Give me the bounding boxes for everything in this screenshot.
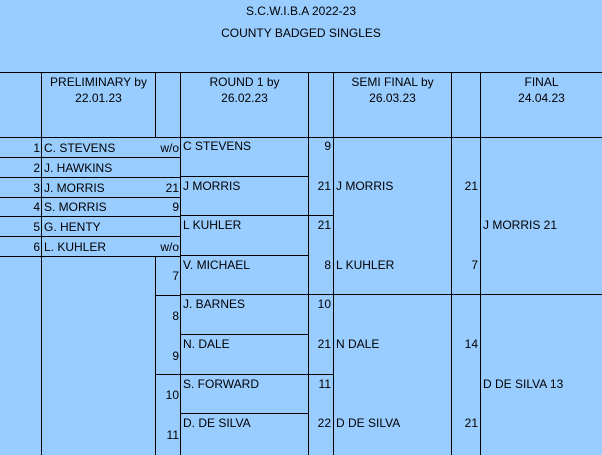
r1-name: N. DALE bbox=[183, 337, 230, 351]
col-rule-round1 bbox=[180, 72, 181, 455]
prelim-rule-2 bbox=[0, 177, 181, 178]
r1-score: 21 bbox=[317, 218, 331, 232]
prelim-name: J. MORRIS bbox=[44, 181, 105, 195]
prelim-seed: 3 bbox=[33, 181, 40, 195]
semi-name: J MORRIS bbox=[336, 179, 394, 193]
col-rule-semi-score-header bbox=[451, 72, 452, 138]
r1-score: 21 bbox=[317, 337, 331, 351]
r1-seed-rule bbox=[155, 374, 181, 375]
r1-rule bbox=[180, 334, 309, 335]
r1-rule bbox=[180, 215, 334, 216]
semi-score: 14 bbox=[464, 337, 478, 351]
r1-name: V. MICHAEL bbox=[183, 258, 250, 272]
prelim-rule-6 bbox=[0, 256, 181, 257]
col-rule-final bbox=[480, 72, 481, 455]
header-final: FINAL bbox=[524, 75, 559, 89]
prelim-score: w/o bbox=[160, 141, 179, 155]
prelim-score: 21 bbox=[165, 181, 179, 195]
r1-score: 9 bbox=[324, 139, 331, 153]
header-semi-date: 26.03.23 bbox=[369, 91, 416, 105]
r1-rule bbox=[180, 294, 334, 295]
prelim-seed: 6 bbox=[33, 240, 40, 254]
prelim-rule-4 bbox=[0, 216, 181, 217]
r1-seed-rule bbox=[155, 295, 181, 296]
col-rule-prelim-score-header bbox=[155, 72, 156, 138]
prelim-name: J. HAWKINS bbox=[44, 161, 113, 175]
final-name: D DE SILVA 13 bbox=[483, 377, 564, 391]
r1-rule bbox=[180, 255, 309, 256]
semi-score: 21 bbox=[464, 179, 478, 193]
prelim-seed: 4 bbox=[33, 200, 40, 214]
col-rule-semi bbox=[333, 72, 334, 455]
prelim-rule-3 bbox=[0, 197, 181, 198]
prelim-name: L. KUHLER bbox=[44, 240, 107, 254]
final-rule-mid bbox=[480, 294, 602, 295]
r1-score: 10 bbox=[317, 297, 331, 311]
r1-seed-col-rule bbox=[155, 256, 156, 455]
prelim-seed: 2 bbox=[33, 161, 40, 175]
header-bottom-rule bbox=[0, 137, 602, 138]
prelim-rule-5 bbox=[0, 236, 181, 237]
semi-name: D DE SILVA bbox=[336, 416, 401, 430]
header-final-date: 24.04.23 bbox=[518, 91, 565, 105]
r1-seed: 8 bbox=[172, 309, 179, 323]
final-name: J MORRIS 21 bbox=[483, 218, 558, 232]
semi-score: 21 bbox=[464, 416, 478, 430]
header-preliminary: PRELIMINARY by bbox=[50, 75, 147, 89]
r1-score: 8 bbox=[324, 258, 331, 272]
r1-name: L KUHLER bbox=[183, 218, 242, 232]
header-preliminary-date: 22.01.23 bbox=[75, 91, 122, 105]
prelim-score: w/o bbox=[160, 240, 179, 254]
r1-rule bbox=[180, 176, 309, 177]
sheet-title: S.C.W.I.B.A 2022-23 bbox=[245, 4, 357, 18]
semi-name: N DALE bbox=[336, 337, 380, 351]
prelim-name: S. MORRIS bbox=[44, 200, 107, 214]
prelim-rule-1 bbox=[0, 157, 181, 158]
prelim-score: 9 bbox=[172, 200, 179, 214]
r1-seed: 9 bbox=[172, 349, 179, 363]
header-semi: SEMI FINAL by bbox=[351, 75, 434, 89]
prelim-seed: 5 bbox=[33, 220, 40, 234]
prelim-seed: 1 bbox=[33, 141, 40, 155]
r1-score: 22 bbox=[317, 416, 331, 430]
r1-name: D. DE SILVA bbox=[183, 416, 251, 430]
r1-score: 21 bbox=[317, 179, 331, 193]
r1-seed: 10 bbox=[165, 388, 179, 402]
r1-seed: 11 bbox=[166, 428, 179, 442]
header-round1-date: 26.02.23 bbox=[221, 91, 268, 105]
r1-name: C STEVENS bbox=[183, 139, 252, 153]
r1-seed: 7 bbox=[172, 269, 179, 283]
semi-name: L KUHLER bbox=[336, 258, 395, 272]
semi-rule-mid bbox=[333, 294, 481, 295]
r1-name: J MORRIS bbox=[183, 179, 241, 193]
sheet-subtitle: COUNTY BADGED SINGLES bbox=[221, 26, 381, 40]
semi-score-col-rule bbox=[451, 137, 452, 455]
col-rule-prelim bbox=[41, 72, 42, 455]
prelim-name: C. STEVENS bbox=[44, 141, 116, 155]
header-top-rule bbox=[0, 72, 602, 73]
r1-rule bbox=[180, 374, 334, 375]
prelim-name: G. HENTY bbox=[44, 220, 101, 234]
r1-name: J. BARNES bbox=[183, 297, 246, 311]
header-round1: ROUND 1 by bbox=[209, 75, 280, 89]
r1-name: S. FORWARD bbox=[183, 377, 260, 391]
r1-score-col-rule bbox=[308, 137, 309, 455]
r1-rule bbox=[180, 413, 309, 414]
col-rule-r1-score-header bbox=[308, 72, 309, 138]
r1-score: 11 bbox=[318, 377, 331, 391]
semi-score: 7 bbox=[471, 258, 478, 272]
